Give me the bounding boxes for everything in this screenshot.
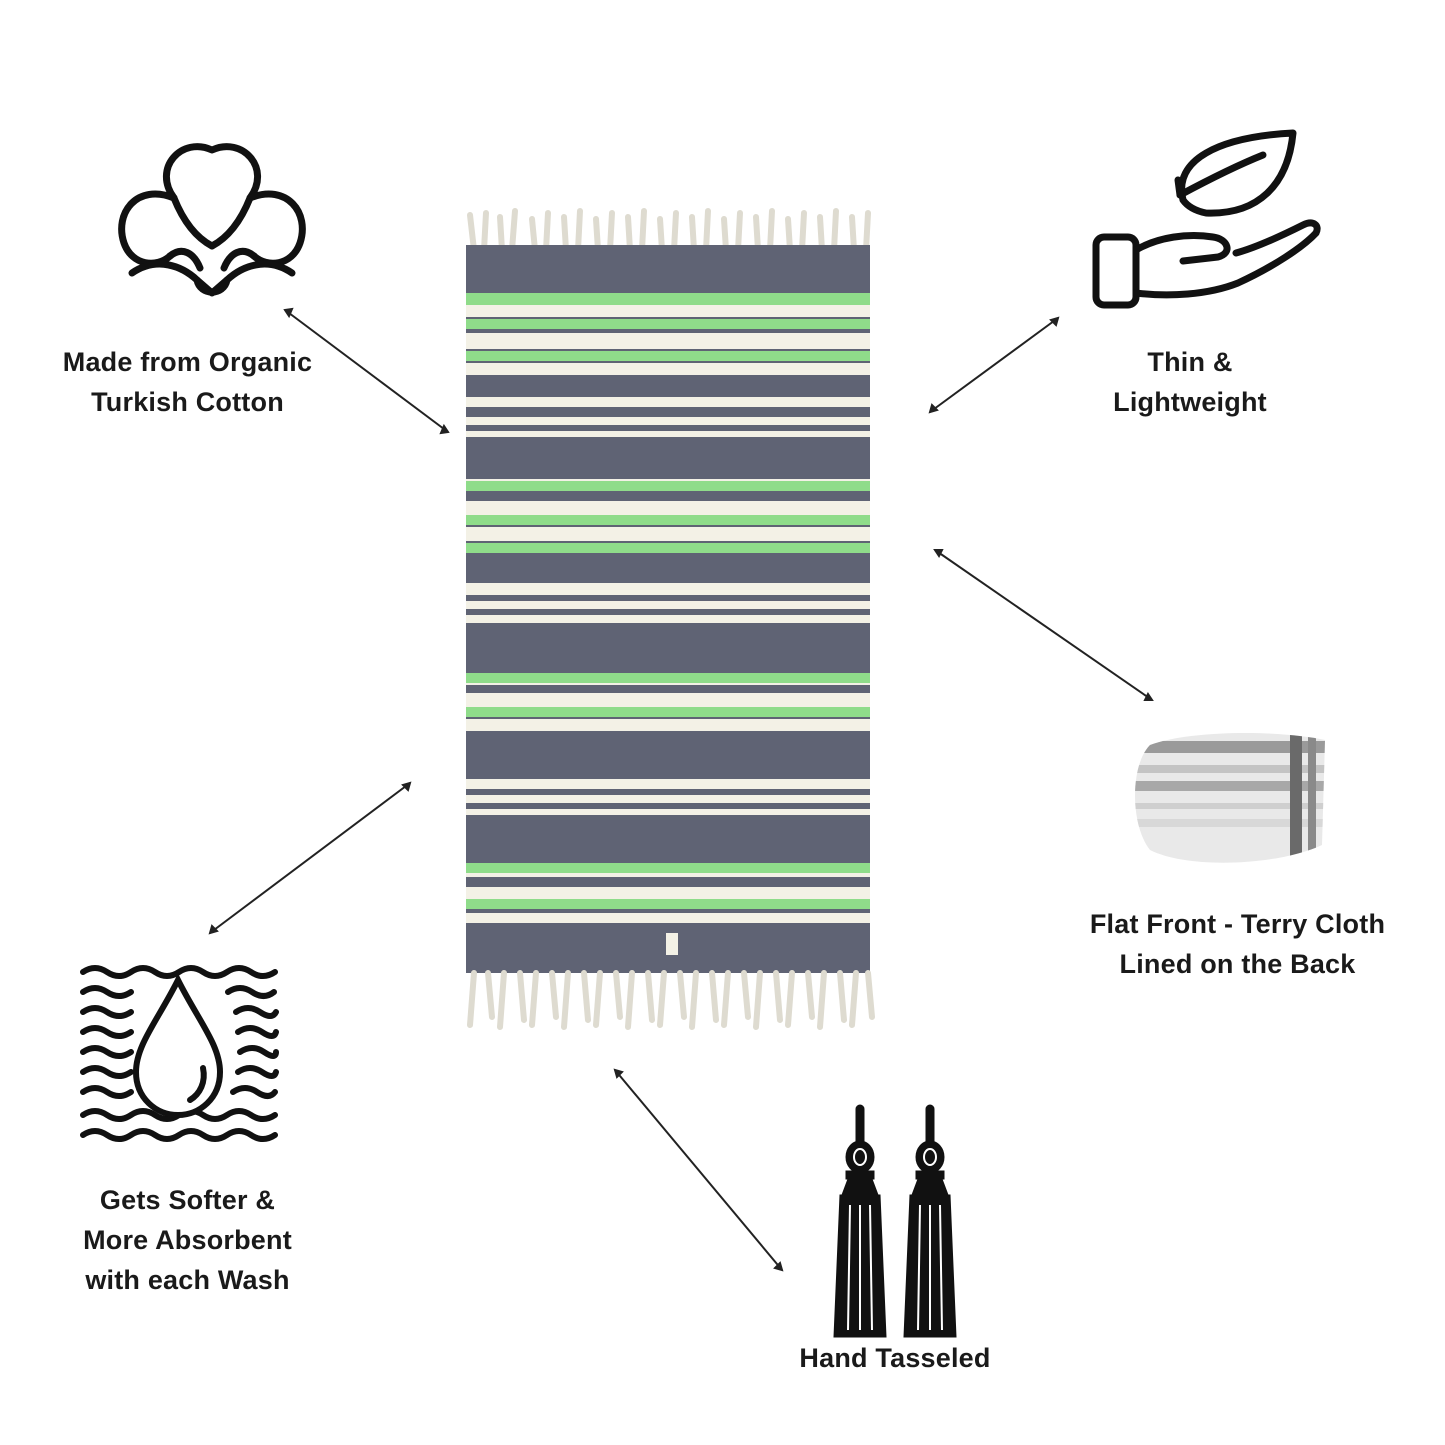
feature-label-terry: Flat Front - Terry Cloth Lined on the Ba… [1089,909,1386,979]
cotton-boll-icon [118,143,306,297]
water-drop-waves-icon [80,965,279,1142]
tassel-icon [833,1104,957,1338]
feature-label-lightweight: Thin & Lightweight [1113,347,1267,417]
terry-cloth-swatch [1135,733,1325,863]
feature-label-tasseled-text: Hand Tasseled [799,1343,991,1373]
feature-label-cotton: Made from Organic Turkish Cotton [62,347,313,417]
towel-product-image [440,205,890,1065]
leaf-hand-icon [1092,129,1321,309]
feature-label-absorbent: Gets Softer & More Absorbent with each W… [83,1185,292,1295]
